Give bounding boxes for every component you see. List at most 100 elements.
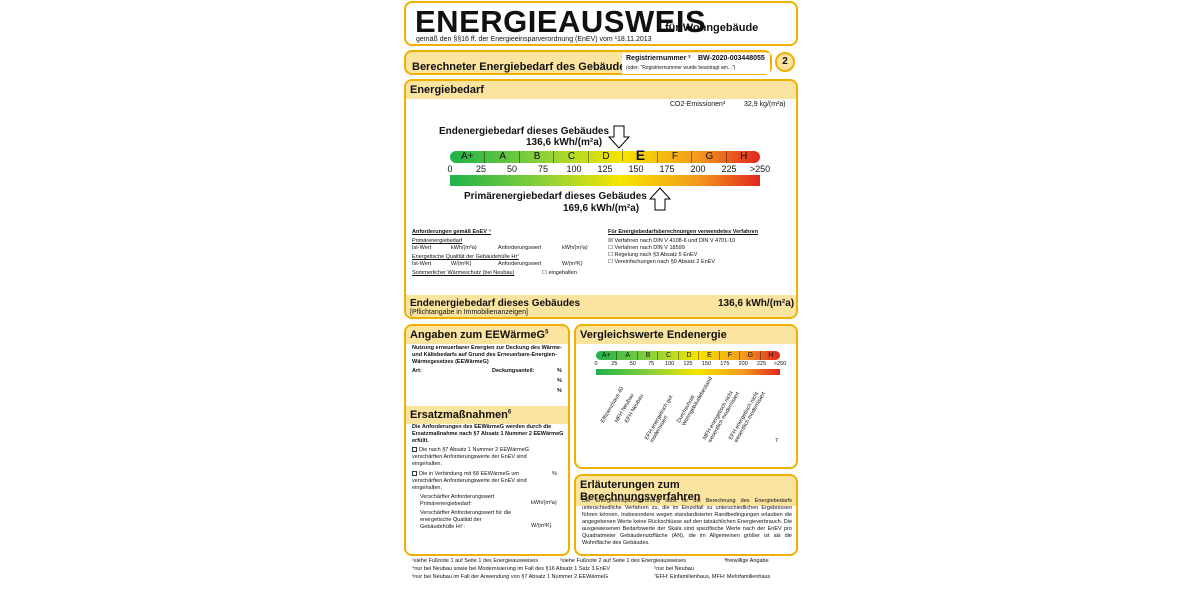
anforderungswert-unit-2: W/(m²K) bbox=[562, 261, 583, 267]
eewaerme-description: Nutzung erneuerbarer Energien zur Deckun… bbox=[412, 345, 562, 365]
ersatz-title: Ersatzmaßnahmen6 bbox=[406, 406, 568, 424]
energiebedarf-title: Energiebedarf bbox=[406, 81, 796, 99]
section-header-bar: Berechneter Energiebedarf des Gebäudes R… bbox=[404, 50, 772, 75]
primaerenergie-indicator bbox=[649, 187, 672, 211]
sommer-checkbox[interactable]: ☐ bbox=[542, 270, 547, 276]
energiebedarf-panel: Energiebedarf CO2-Emissionen³ 32,9 kg/(m… bbox=[404, 79, 798, 319]
anforderungswert-label-2: Anforderungswert bbox=[498, 261, 542, 267]
ersatz-item-2[interactable]: Die in Verbindung mit §8 EEWärmeG um ver… bbox=[412, 471, 542, 492]
title-box: ENERGIEAUSWEIS für Wohngebäude gemäß den… bbox=[404, 1, 798, 46]
scale-letter-bar bbox=[596, 351, 780, 360]
ersatz-title-text: Ersatzmaßnahmen bbox=[410, 409, 508, 421]
scale-letter-a-plus: A+ bbox=[460, 151, 474, 162]
scale-tick-label: 175 bbox=[720, 361, 730, 367]
co2-label: CO2-Emissionen³ bbox=[670, 101, 726, 108]
verfahren-item[interactable]: ☐ Verfahren nach DIN V 18599 bbox=[608, 245, 794, 252]
co2-value: 32,9 kg/(m²a) bbox=[744, 101, 786, 108]
scale-tick-label: 25 bbox=[475, 164, 486, 174]
verfahren-item[interactable]: ☐ Vereinfachungen nach §9 Absatz 2 EnEV bbox=[608, 259, 794, 266]
page-number-badge: 2 bbox=[775, 52, 795, 72]
verfahren-item[interactable]: ☐ Regelung nach §3 Absatz 5 EnEV bbox=[608, 252, 794, 259]
erlaeuterung-title: Erläuterungen zum Berechnungsverfahren bbox=[576, 476, 796, 506]
verfahren-checkbox[interactable]: ☐ bbox=[608, 245, 613, 251]
erlaeuterung-panel: Erläuterungen zum Berechnungsverfahren D… bbox=[574, 474, 798, 556]
erlaeuterung-text: Die Energieeinsparverordnung lässt für d… bbox=[582, 498, 792, 546]
verfahren-label: Regelung nach §3 Absatz 5 EnEV bbox=[614, 252, 698, 258]
scale-color-band bbox=[450, 175, 760, 186]
footnote-7: ⁷EFH: Einfamilienhaus, MFH: Mehrfamilien… bbox=[654, 574, 771, 580]
scale-color-band bbox=[596, 368, 780, 375]
anforderungen-qualitaet: Energetische Qualität der Gebäudehülle H… bbox=[412, 254, 519, 260]
summary-note: [Pflichtangabe in Immobilienanzeigen] bbox=[410, 309, 528, 316]
verfahren-block: Für Energiebedarfsberechnungen verwendet… bbox=[608, 229, 794, 266]
scale-letter-bar bbox=[450, 151, 760, 163]
eewaerme-title-text: Angaben zum EEWärmeG bbox=[410, 329, 546, 341]
sommer-row: Sommerlicher Wärmeschutz (bei Neubau) ☐ … bbox=[412, 270, 602, 279]
document-title-suffix: für Wohngebäude bbox=[665, 22, 759, 34]
verfahren-item[interactable]: ☒ Verfahren nach DIN V 4108-6 und DIN V … bbox=[608, 238, 794, 245]
scale-tick-label: 200 bbox=[738, 361, 748, 367]
scale-letter-a: A bbox=[616, 351, 637, 360]
verfahren-checkbox[interactable]: ☐ bbox=[608, 259, 613, 265]
scale-letter-f: F bbox=[718, 351, 740, 360]
scale-letter-a-plus: A+ bbox=[601, 352, 611, 359]
ersatz-title-sup: 6 bbox=[507, 409, 512, 416]
registration-number: BW-2020-003448055 bbox=[698, 55, 765, 62]
scale-tick-label: 100 bbox=[665, 361, 675, 367]
ist-wert-unit: kWh/(m²a) bbox=[451, 245, 477, 251]
eewaerme-panel: Angaben zum EEWärmeG5 Nutzung erneuerbar… bbox=[404, 324, 570, 556]
scale-tick-label: 125 bbox=[597, 164, 613, 174]
verfahren-checkbox[interactable]: ☐ bbox=[608, 252, 613, 258]
ist-wert-label: Ist-Wert bbox=[412, 245, 432, 251]
scale-letter-d: D bbox=[677, 351, 699, 360]
scale-letter-c: C bbox=[553, 151, 588, 163]
scale-tick-label: 0 bbox=[594, 361, 598, 367]
eewaerme-pct-3: % bbox=[557, 388, 562, 394]
verfahren-label: Vereinfachungen nach §9 Absatz 2 EnEV bbox=[614, 259, 716, 265]
eewaerme-deckung-label: Deckungsanteil: bbox=[492, 368, 535, 374]
primaerenergie-label: Primärenergiebedarf dieses Gebäudes bbox=[464, 191, 647, 202]
scale-tick-label: 175 bbox=[659, 164, 675, 174]
scale-tick-label: 150 bbox=[701, 361, 711, 367]
anforderungen-row2: Ist-Wert W/(m²K) Anforderungswert W/(m²K… bbox=[412, 261, 602, 270]
scale-letter-h: H bbox=[759, 351, 781, 360]
summary-label: Endenergiebedarf dieses Gebäudes bbox=[410, 298, 581, 309]
scale-tick-label: >250 bbox=[749, 164, 771, 174]
footnote-6: ⁶nur bei Neubau im Fall der Anwendung vo… bbox=[412, 574, 609, 580]
vergleich-title: Vergleichswerte Endenergie bbox=[576, 326, 796, 344]
ist-wert-unit-2: W/(m²K) bbox=[451, 261, 472, 267]
scale-letter-e: E bbox=[622, 148, 657, 162]
endenergie-summary-bar: Endenergiebedarf dieses Gebäudes 136,6 k… bbox=[406, 295, 796, 317]
scale-letter-e: E bbox=[698, 351, 719, 360]
anforderungswert-unit: kWh/(m²a) bbox=[562, 245, 588, 251]
page-number: 2 bbox=[782, 56, 788, 67]
endenergie-indicator bbox=[608, 125, 631, 149]
ersatz-checkbox-2[interactable] bbox=[412, 471, 417, 477]
scale-tick-label: 225 bbox=[757, 361, 767, 367]
verfahren-checkbox-checked[interactable]: ☒ bbox=[608, 238, 613, 244]
footnote-2: ²siehe Fußnote 2 auf Seite 1 des Energie… bbox=[560, 558, 686, 564]
footnote-4: ⁴nur bei Neubau sowie bei Modernisierung… bbox=[412, 566, 611, 572]
anforderungen-block: Anforderungen gemäß EnEV ⁴ Primärenergie… bbox=[412, 229, 602, 279]
eewaerme-title: Angaben zum EEWärmeG5 bbox=[406, 326, 568, 344]
scale-tick-label: >250 bbox=[773, 361, 787, 367]
sommer-eingehalten: eingehalten bbox=[548, 270, 577, 276]
scale-tick-label: 150 bbox=[628, 164, 644, 174]
verfahren-label: Verfahren nach DIN V 4108-6 und DIN V 47… bbox=[614, 238, 736, 244]
ersatz-item-2-label: Die in Verbindung mit §8 EEWärmeG um ver… bbox=[412, 471, 527, 491]
footnote-1: ¹siehe Fußnote 1 auf Seite 1 des Energie… bbox=[412, 558, 538, 564]
scale-tick-label: 25 bbox=[611, 361, 618, 367]
eewaerme-title-sup: 5 bbox=[545, 329, 549, 336]
ersatz-v1-unit: kWh/(m²a) bbox=[531, 500, 557, 506]
scale-tick-label: 75 bbox=[648, 361, 655, 367]
anforderungen-row1: Ist-Wert kWh/(m²a) Anforderungswert kWh/… bbox=[412, 245, 602, 254]
ersatz-checkbox-1[interactable] bbox=[412, 447, 417, 453]
ersatz-v2-unit: W/(m²K) bbox=[531, 523, 552, 529]
eewaerme-pct-2: % bbox=[557, 378, 562, 384]
ist-wert-label-2: Ist-Wert bbox=[412, 261, 432, 267]
registration-label: Registriernummer ² bbox=[626, 55, 691, 62]
ersatz-item-1[interactable]: Die nach §7 Absatz 1 Nummer 2 EEWärmeG v… bbox=[412, 447, 542, 468]
